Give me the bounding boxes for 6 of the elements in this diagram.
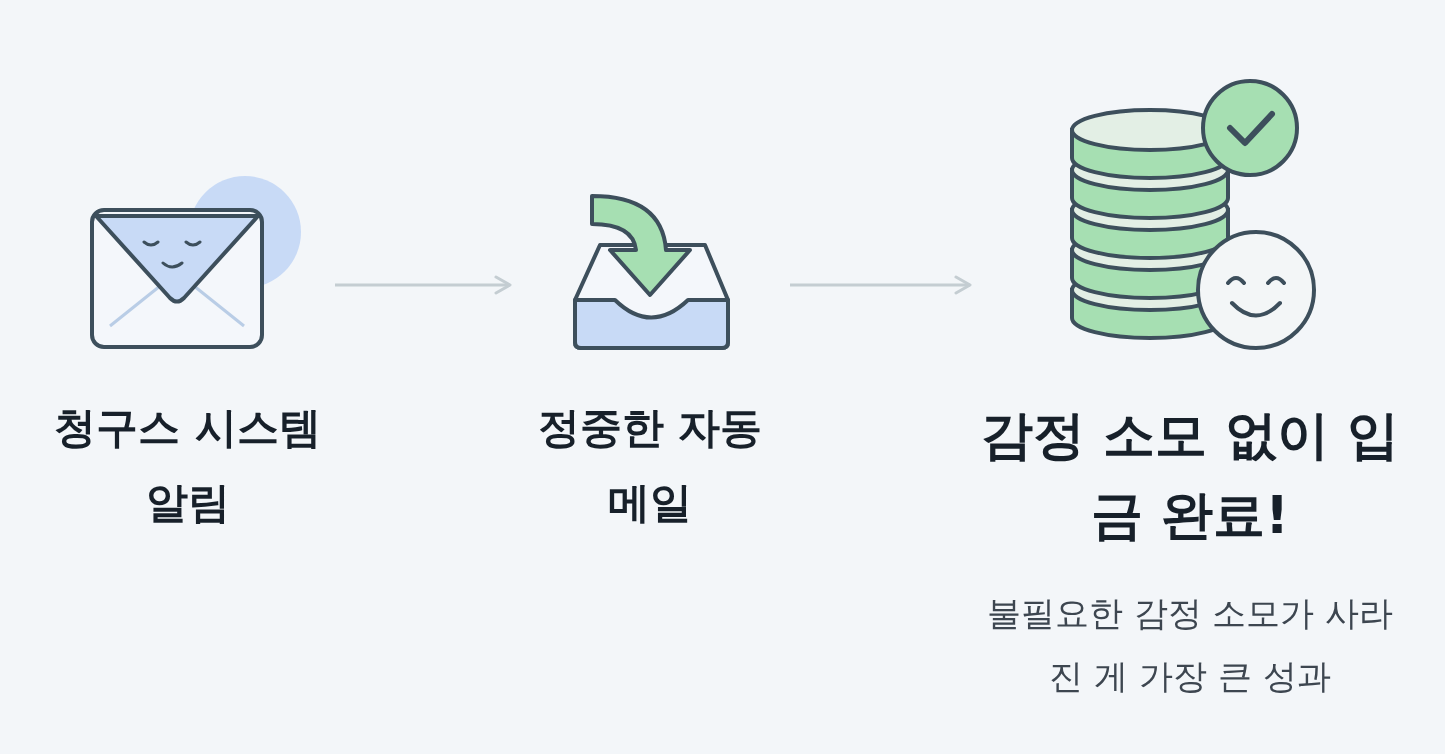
step-title: 청구스 시스템 알림 — [53, 402, 322, 529]
arrow — [335, 275, 512, 295]
step-title: 감정 소모 없이 입금 완료! — [979, 404, 1401, 547]
step-title: 정중한 자동 메일 — [536, 402, 764, 529]
result-note: 불필요한 감정 소모가 사라진 게 가장 큰 성과 — [985, 592, 1395, 698]
arrow — [790, 275, 972, 295]
